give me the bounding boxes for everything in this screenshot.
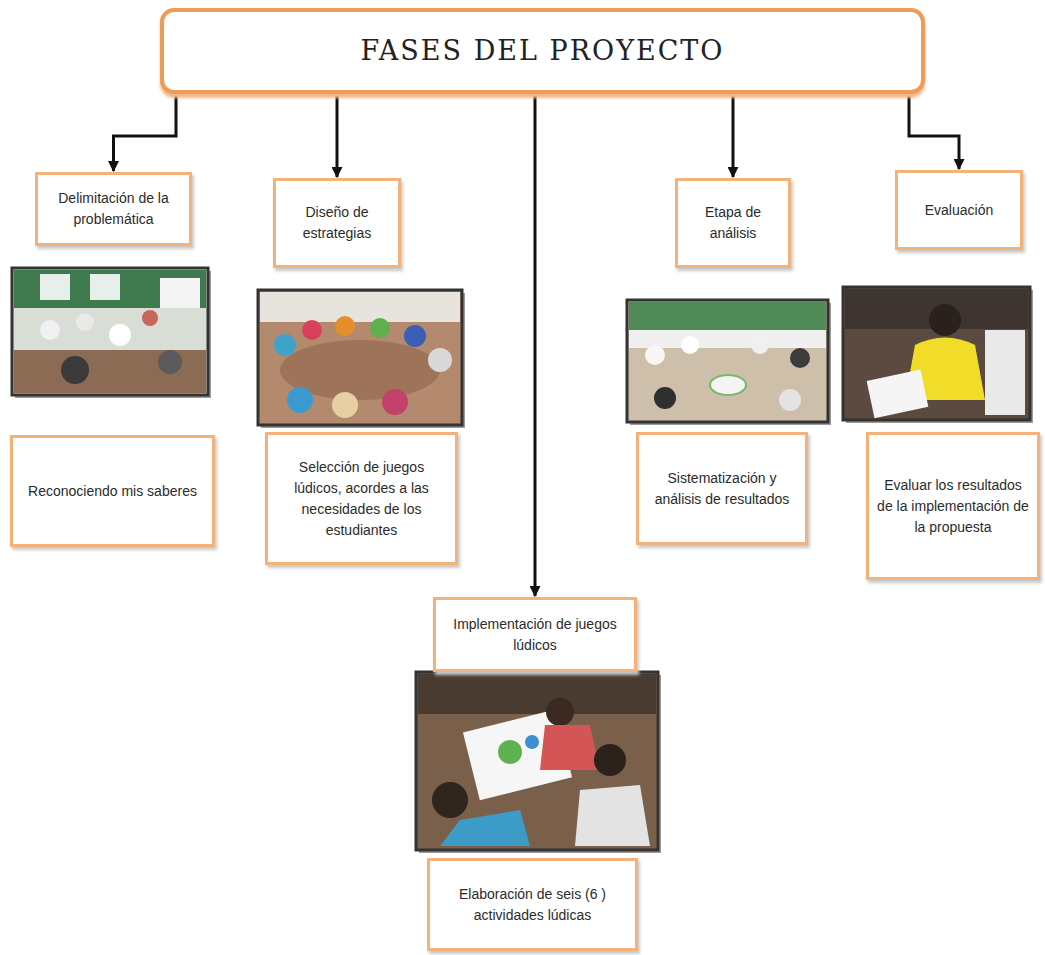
activity-box: Sistematización y análisis de resultados: [636, 432, 808, 545]
photo-person: [142, 310, 158, 326]
box-text: Evaluar los resultados de la implementac…: [877, 475, 1029, 538]
classroom-photo: [12, 268, 208, 395]
photo-game: [710, 375, 746, 395]
photo-person: [76, 313, 94, 331]
title-box: FASES DEL PROYECTO: [160, 8, 925, 94]
photo-person: [335, 316, 355, 336]
photo-person: [332, 392, 358, 418]
phase-arrow: [534, 94, 537, 596]
box-text: Selección de juegos lúdicos, acordes a l…: [276, 457, 447, 541]
photo-person: [645, 345, 665, 365]
photo-person: [370, 318, 390, 338]
phase-arrow: [909, 94, 959, 169]
phase-box: Delimitación de la problemática: [35, 172, 192, 246]
photo-board: [160, 278, 200, 308]
photo-person: [751, 336, 769, 354]
photo-drawing: [525, 735, 539, 749]
activity-box: Reconociendo mis saberes: [10, 435, 215, 547]
photo-person: [274, 334, 296, 356]
photo-person: [432, 782, 468, 818]
box-text: Evaluación: [925, 200, 994, 221]
photo-person: [546, 698, 574, 726]
activity-box: Evaluar los resultados de la implementac…: [866, 432, 1040, 580]
photo-person: [287, 387, 313, 413]
photo-floor: [14, 350, 206, 393]
circle-photo: [258, 290, 462, 425]
photo-person: [404, 325, 426, 347]
photo-person: [382, 389, 408, 415]
photo-chair: [985, 330, 1025, 415]
photo-person: [61, 356, 89, 384]
photo-head: [929, 304, 961, 336]
photo-person: [540, 725, 600, 770]
photo-chairs: [629, 330, 826, 348]
phase-box: Evaluación: [895, 170, 1023, 250]
activity-box: Selección de juegos lúdicos, acordes a l…: [265, 432, 458, 565]
phase-arrow: [114, 94, 177, 171]
photo-person: [779, 389, 801, 411]
box-text: Sistematización y análisis de resultados: [647, 468, 797, 510]
analysis-photo: [627, 300, 828, 422]
box-text: Reconociendo mis saberes: [28, 481, 197, 502]
photo-person: [158, 350, 182, 374]
photo-person: [790, 348, 810, 368]
photo-window: [90, 274, 120, 300]
evaluation-photo: [843, 287, 1030, 420]
box-text: FASES DEL PROYECTO: [360, 31, 724, 72]
photo-person: [594, 744, 626, 776]
box-text: Diseño de estrategias: [284, 202, 390, 244]
box-text: Delimitación de la problemática: [46, 188, 181, 230]
photo-person: [681, 336, 699, 354]
photo-person: [440, 810, 530, 846]
photo-person: [428, 348, 452, 372]
photo-person: [109, 324, 131, 346]
phase-arrow: [732, 94, 735, 177]
photo-person: [575, 785, 650, 846]
phase-box: Implementación de juegos lúdicos: [433, 597, 637, 672]
photo-wall: [629, 302, 826, 330]
photo-person: [654, 387, 676, 409]
photo-person: [40, 320, 60, 340]
phase-box: Etapa de análisis: [675, 178, 791, 268]
implementation-photo: [416, 672, 658, 850]
activity-box: Elaboración de seis (6 ) actividades lúd…: [427, 858, 638, 951]
box-text: Elaboración de seis (6 ) actividades lúd…: [438, 884, 627, 926]
photo-drawing: [498, 740, 522, 764]
photo-paper: [867, 370, 929, 419]
phase-arrow: [336, 94, 339, 177]
photo-person: [302, 320, 322, 340]
box-text: Etapa de análisis: [686, 202, 780, 244]
box-text: Implementación de juegos lúdicos: [444, 614, 626, 656]
phase-box: Diseño de estrategias: [273, 178, 401, 268]
photo-background: [418, 674, 656, 714]
photo-window: [40, 274, 70, 300]
photo-wall: [14, 270, 206, 308]
photo-wall: [260, 292, 460, 322]
